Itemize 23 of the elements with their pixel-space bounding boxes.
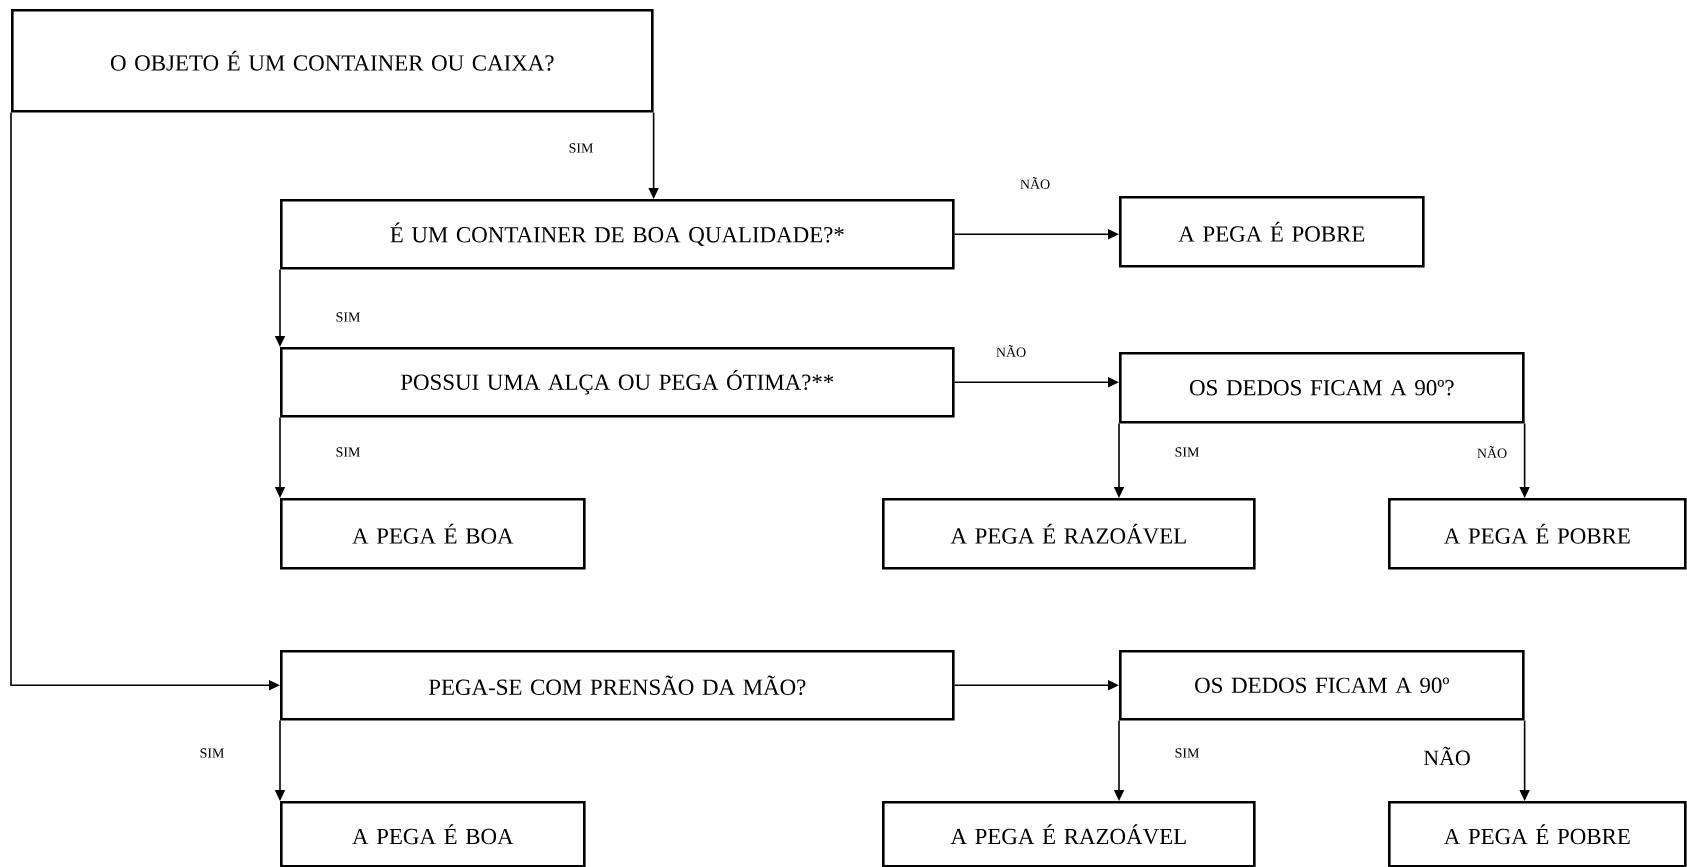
result-box: A PEGA É POBRE <box>1388 801 1687 867</box>
result-box: A PEGA É POBRE <box>1119 196 1425 268</box>
edge-label: NÃO <box>994 344 1028 358</box>
question-box: É UM CONTAINER DE BOA QUALIDADE?* <box>280 199 955 270</box>
edge-label: SIM <box>198 747 226 759</box>
edge-label: SIM <box>334 311 362 323</box>
result-box: A PEGA É BOA <box>280 801 586 867</box>
result-box: A PEGA É RAZOÁVEL <box>882 498 1256 570</box>
edge-label: SIM <box>1173 747 1201 759</box>
edge-label: SIM <box>334 446 362 458</box>
question-box: POSSUI UMA ALÇA OU PEGA ÓTIMA?** <box>280 347 955 418</box>
edge-label: NÃO <box>1422 745 1472 767</box>
edge-label: SIM <box>567 142 595 154</box>
result-box: A PEGA É POBRE <box>1388 498 1687 570</box>
result-box: A PEGA É RAZOÁVEL <box>882 801 1256 867</box>
question-box: O OBJETO É UM CONTAINER OU CAIXA? <box>11 9 654 113</box>
result-box: A PEGA É BOA <box>280 498 586 570</box>
question-box: OS DEDOS FICAM A 90º? <box>1119 352 1525 424</box>
question-box: PEGA-SE COM PRENSÃO DA MÃO? <box>280 650 955 721</box>
question-box: OS DEDOS FICAM A 90º <box>1119 650 1525 721</box>
edge-label: NÃO <box>1475 445 1509 459</box>
edge-label: SIM <box>1173 446 1201 458</box>
edge-label: NÃO <box>1018 176 1052 190</box>
